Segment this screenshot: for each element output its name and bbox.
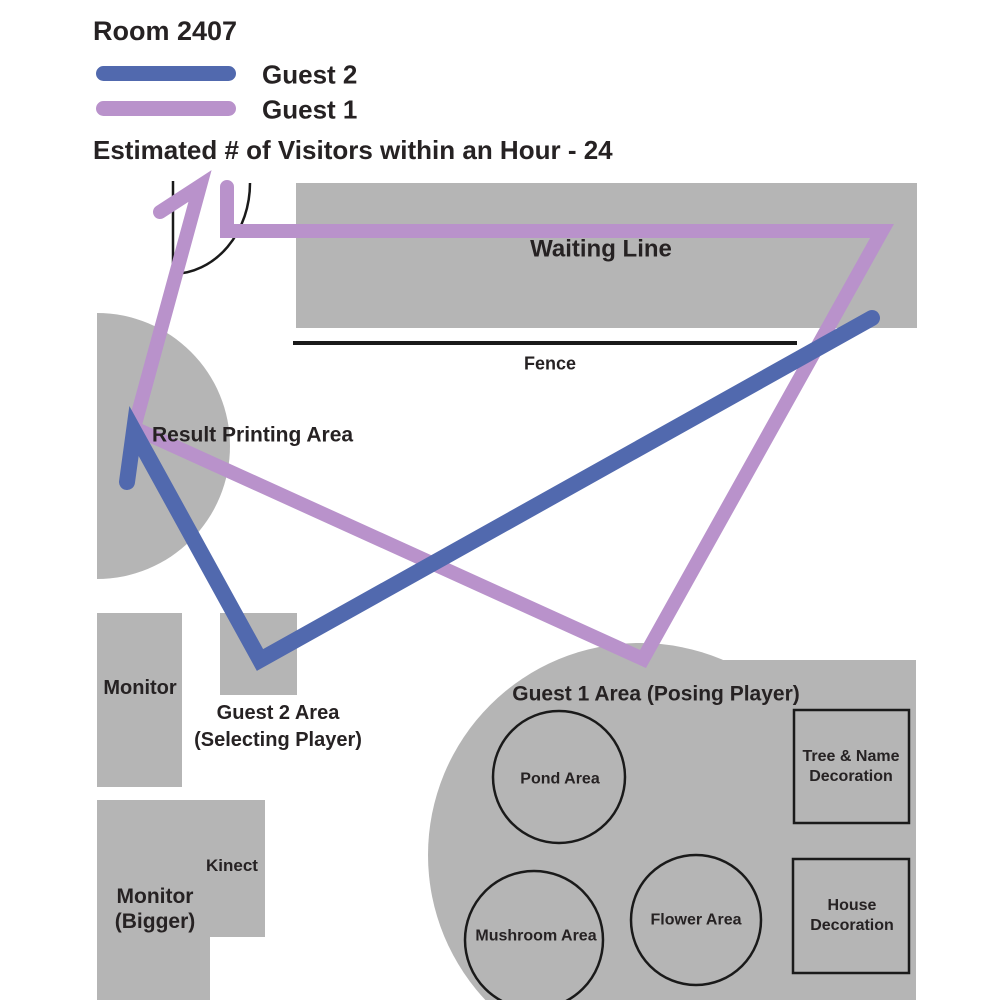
result-printing-area-label: Result Printing Area	[152, 423, 354, 447]
kinect-label: Kinect	[206, 855, 258, 875]
pond-area-circle	[491, 709, 627, 845]
house-decoration-square	[791, 857, 911, 975]
guest1-area-label: Guest 1 Area (Posing Player)	[512, 682, 800, 706]
waiting-line-label: Waiting Line	[530, 235, 672, 263]
waiting-line-area	[296, 183, 917, 328]
legend-swatch-guest1	[96, 101, 236, 116]
mushroom-area-circle	[463, 869, 605, 1000]
monitor-label: Monitor	[103, 677, 177, 699]
flower-area-label: Flower Area	[650, 911, 742, 929]
door-swing-arc	[172, 182, 252, 276]
visitors-estimate-text: Estimated # of Visitors within an Hour -…	[93, 135, 613, 165]
tree-name-decoration-square	[792, 708, 911, 825]
fence-label: Fence	[523, 353, 577, 374]
tree-name-decoration-label: Tree & Name Decoration	[802, 748, 900, 785]
guest1-path	[125, 170, 894, 669]
pond-area-label: Pond Area	[520, 770, 600, 788]
monitor-bigger-label: Monitor (Bigger)	[114, 884, 196, 933]
guest2-path	[119, 310, 880, 671]
legend-label-guest2: Guest 2	[262, 59, 358, 90]
legend-swatch-guest2	[96, 66, 236, 81]
house-decoration-label: House Decoration	[810, 897, 894, 934]
monitor-area-shape	[97, 613, 182, 787]
page-title: Room 2407	[93, 16, 238, 46]
monitor-bigger-area-shape	[97, 800, 265, 1000]
flower-area-circle	[629, 853, 763, 987]
guest2-area-label: Guest 2 Area (Selecting Player)	[194, 702, 362, 751]
legend-label-guest1: Guest 1	[262, 94, 358, 125]
mushroom-area-label: Mushroom Area	[475, 927, 597, 945]
